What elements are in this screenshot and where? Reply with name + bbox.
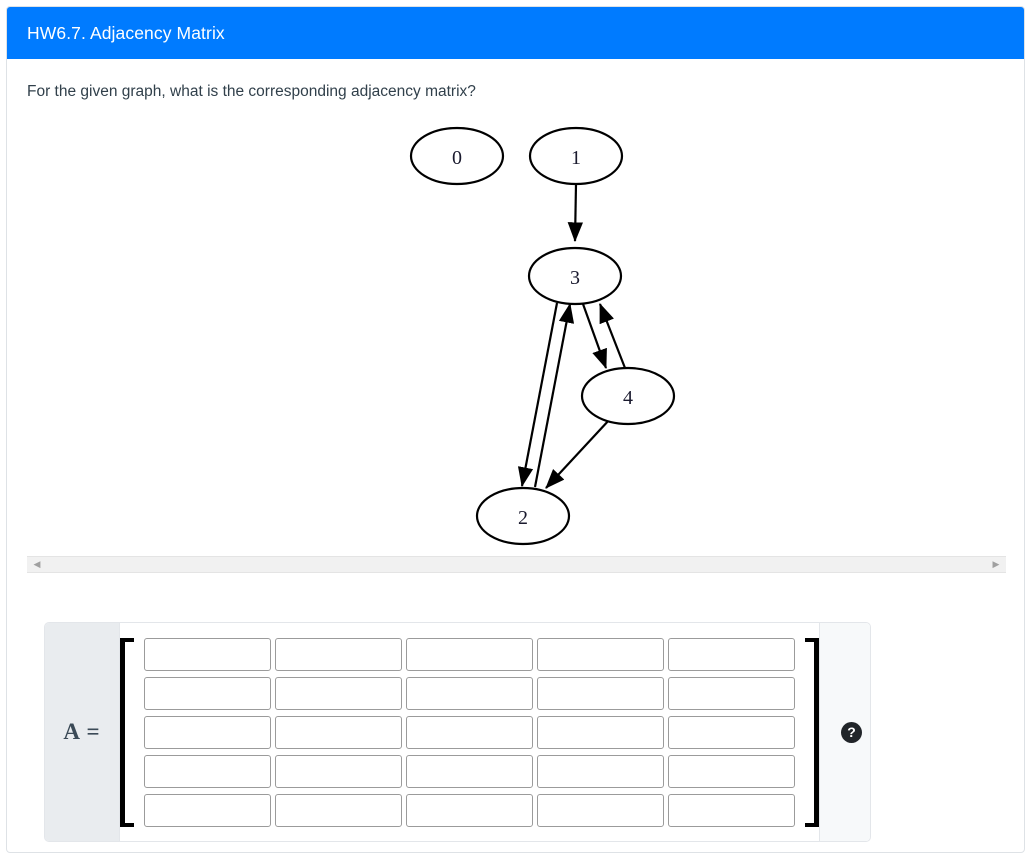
matrix-cell-2-3[interactable] bbox=[537, 715, 664, 749]
edge-1-to-3 bbox=[567, 183, 584, 242]
matrix-cell-4-4[interactable] bbox=[668, 793, 795, 827]
card-header: HW6.7. Adjacency Matrix bbox=[7, 7, 1024, 59]
matrix-grid bbox=[144, 637, 795, 827]
matrix-row bbox=[144, 715, 795, 749]
matrix-row bbox=[144, 637, 795, 671]
edge-4-to-2 bbox=[545, 417, 611, 489]
scroll-right-arrow-icon[interactable]: ▶ bbox=[992, 558, 1000, 569]
graph-node-2-label: 2 bbox=[518, 507, 528, 529]
matrix-cell-3-2[interactable] bbox=[406, 754, 533, 788]
question-prompt: For the given graph, what is the corresp… bbox=[27, 83, 476, 100]
graph-node-3-label: 3 bbox=[570, 267, 580, 289]
matrix-cell-4-3[interactable] bbox=[537, 793, 664, 827]
matrix-cell-0-0[interactable] bbox=[144, 637, 271, 671]
matrix-cell-1-1[interactable] bbox=[275, 676, 402, 710]
card-body: For the given graph, what is the corresp… bbox=[7, 59, 1024, 573]
matrix-cell-1-0[interactable] bbox=[144, 676, 271, 710]
matrix-right-bracket bbox=[805, 637, 819, 827]
matrix-cell-4-1[interactable] bbox=[275, 793, 402, 827]
matrix-cell-0-1[interactable] bbox=[275, 637, 402, 671]
edge-3-to-2 bbox=[517, 302, 559, 487]
edge-4-to-3 bbox=[598, 302, 627, 369]
page-title: HW6.7. Adjacency Matrix bbox=[27, 22, 225, 43]
matrix-variable-label: A = bbox=[63, 719, 101, 744]
graph-node-1-label: 1 bbox=[571, 147, 581, 169]
matrix-cell-3-3[interactable] bbox=[537, 754, 664, 788]
matrix-cell-4-2[interactable] bbox=[406, 793, 533, 827]
matrix-cell-4-0[interactable] bbox=[144, 793, 271, 827]
graph-node-0: 0 bbox=[409, 126, 505, 185]
matrix-row bbox=[144, 676, 795, 710]
edge-3-to-4 bbox=[581, 303, 608, 369]
edge-2-to-3 bbox=[533, 302, 575, 487]
graph-node-1: 1 bbox=[528, 126, 624, 185]
graph-viewport: 0 1 3 4 bbox=[27, 111, 1006, 556]
help-icon[interactable]: ? bbox=[841, 721, 862, 743]
matrix-cell-2-4[interactable] bbox=[668, 715, 795, 749]
matrix-cell-0-4[interactable] bbox=[668, 637, 795, 671]
matrix-label-panel: A = bbox=[45, 623, 120, 841]
graph-figure-container: 0 1 3 4 bbox=[27, 111, 1006, 573]
matrix-cell-3-0[interactable] bbox=[144, 754, 271, 788]
directed-graph-diagram: 0 1 3 4 bbox=[409, 126, 676, 545]
graph-node-4: 4 bbox=[580, 366, 676, 425]
matrix-cell-2-2[interactable] bbox=[406, 715, 533, 749]
matrix-row bbox=[144, 793, 795, 827]
matrix-cell-2-0[interactable] bbox=[144, 715, 271, 749]
matrix-cell-3-1[interactable] bbox=[275, 754, 402, 788]
matrix-cell-1-2[interactable] bbox=[406, 676, 533, 710]
graph-edges bbox=[517, 183, 627, 489]
scroll-left-arrow-icon[interactable]: ◀ bbox=[33, 558, 41, 569]
graph-nodes: 0 1 3 4 bbox=[409, 126, 676, 545]
matrix-cell-2-1[interactable] bbox=[275, 715, 402, 749]
matrix-wrapper bbox=[120, 637, 819, 827]
question-card: HW6.7. Adjacency Matrix For the given gr… bbox=[6, 6, 1025, 853]
graph-node-3: 3 bbox=[527, 246, 623, 305]
matrix-cell-3-4[interactable] bbox=[668, 754, 795, 788]
matrix-row bbox=[144, 754, 795, 788]
matrix-input-area bbox=[120, 623, 819, 841]
matrix-left-bracket bbox=[120, 637, 134, 827]
graph-node-4-label: 4 bbox=[623, 387, 633, 409]
matrix-cell-0-3[interactable] bbox=[537, 637, 664, 671]
graph-node-0-label: 0 bbox=[452, 147, 462, 169]
matrix-cell-1-3[interactable] bbox=[537, 676, 664, 710]
help-panel: ? bbox=[819, 623, 870, 841]
matrix-cell-0-2[interactable] bbox=[406, 637, 533, 671]
matrix-cell-1-4[interactable] bbox=[668, 676, 795, 710]
graph-node-2: 2 bbox=[475, 486, 571, 545]
answer-matrix-card: A = ? bbox=[44, 622, 871, 842]
graph-horizontal-scrollbar[interactable]: ◀ ▶ bbox=[27, 555, 1006, 573]
